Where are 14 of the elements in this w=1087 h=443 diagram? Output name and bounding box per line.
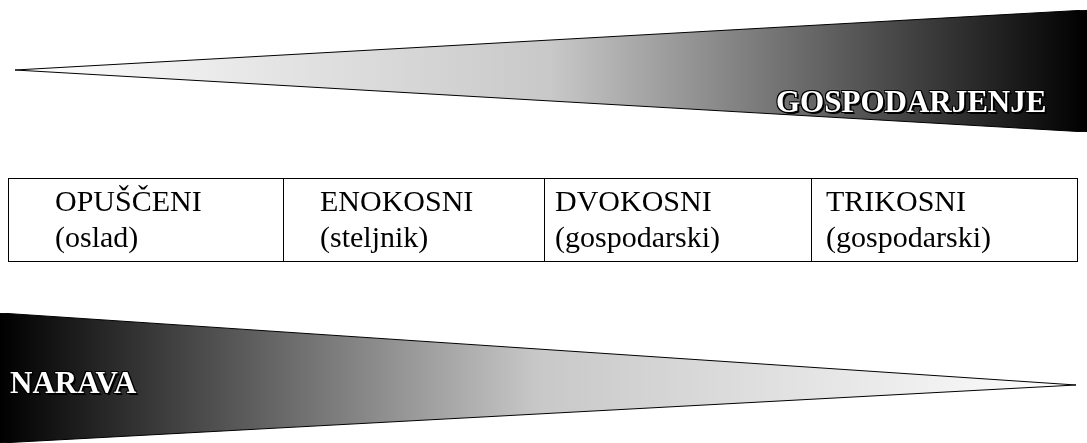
- wedge-label: GOSPODARJENJE: [776, 84, 1047, 120]
- cell-heading: ENOKOSNI: [320, 183, 474, 219]
- cell-heading: OPUŠČENI: [55, 183, 202, 219]
- table-cell: [811, 178, 1078, 262]
- cell-subtext: (gospodarski): [555, 219, 720, 255]
- table-cell: [544, 178, 812, 262]
- cell-heading: TRIKOSNI: [826, 183, 966, 219]
- cell-subtext: (gospodarski): [826, 219, 991, 255]
- cell-heading: DVOKOSNI: [555, 183, 712, 219]
- cell-subtext: (steljnik): [320, 219, 429, 255]
- table-cell: [283, 178, 545, 262]
- table-cell: [8, 178, 284, 262]
- wedge-label: NARAVA: [10, 365, 137, 401]
- cell-subtext: (oslad): [55, 219, 139, 255]
